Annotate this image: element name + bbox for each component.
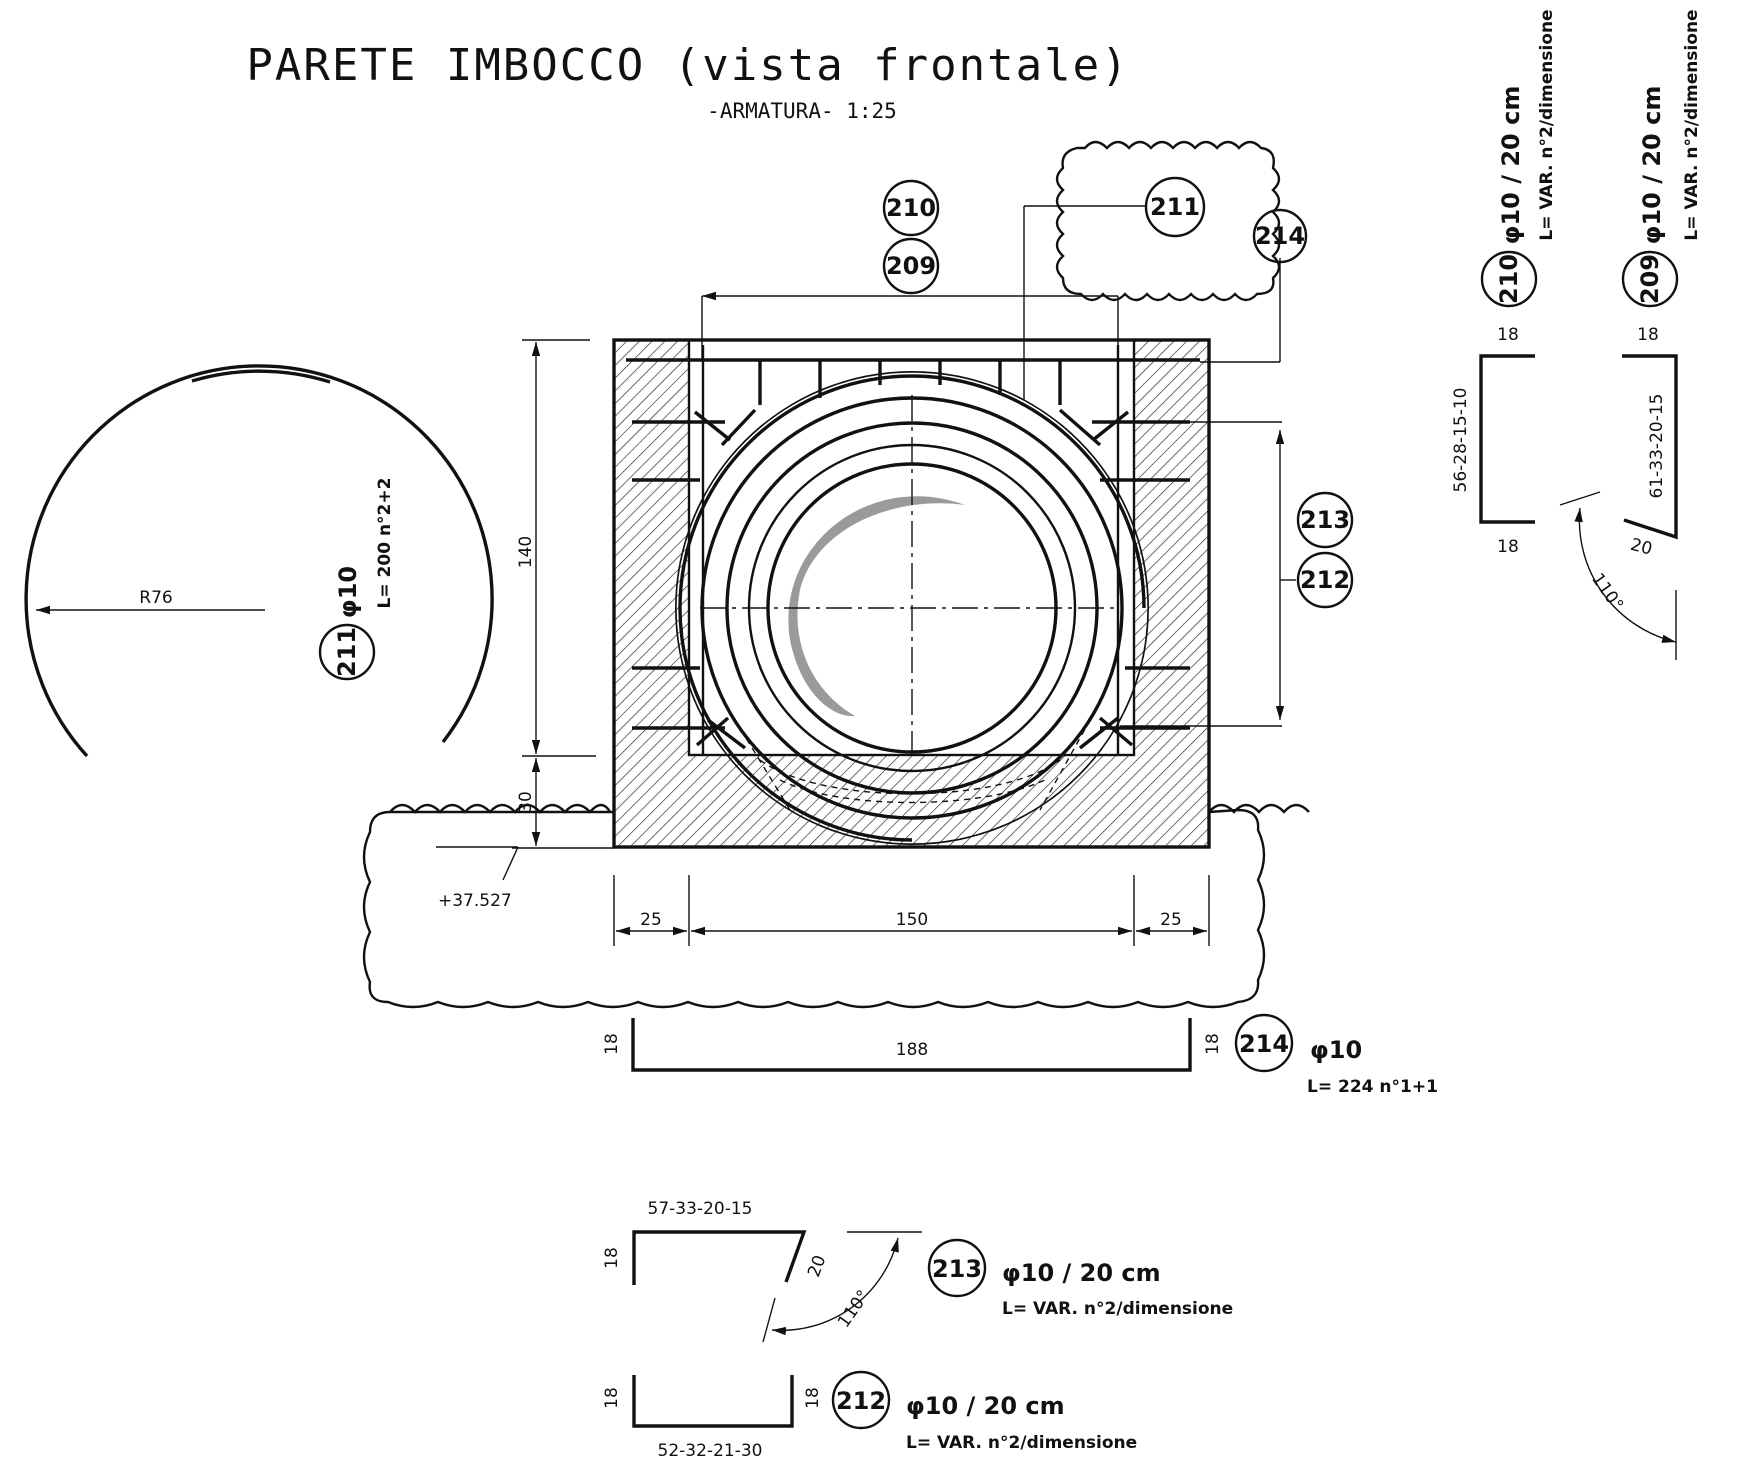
rebar-layout [626, 345, 1200, 755]
bar-213-length: L= VAR. n°2/dimensione [1002, 1299, 1233, 1319]
bar-214-shape: 18 18 188 214 φ10 L= 224 n°1+1 [602, 1013, 1438, 1097]
mark-212-label: 212 [1300, 566, 1350, 594]
bar-211-diameter: φ10 [334, 566, 362, 618]
bar-210-diameter: φ10 / 20 cm [1497, 86, 1525, 245]
mark-211-label: 211 [1150, 193, 1200, 221]
bar-209-mark: 209 [1636, 254, 1664, 304]
ground-cloud [362, 803, 1310, 1009]
bar-210-mark: 210 [1495, 254, 1523, 304]
vertical-dimensions: 140 30 +37.527 [436, 339, 614, 911]
bar-214-diameter: φ10 [1310, 1036, 1362, 1064]
bar-209-diameter: φ10 / 20 cm [1638, 86, 1666, 245]
dim-width-left: 25 [640, 910, 662, 930]
mark-211-detail-label: 211 [333, 627, 361, 677]
top-cloud [1055, 140, 1281, 302]
drawing-subtitle: -ARMATURA- 1:25 [707, 99, 897, 123]
bar-213-span: 57-33-20-15 [648, 1199, 753, 1219]
dim-width-mid: 150 [896, 910, 928, 930]
bar-212-leg-right: 18 [803, 1387, 823, 1409]
mark-212-callout: 212 [1296, 551, 1354, 609]
callout-leaders [701, 205, 1296, 727]
bar-209-length: L= VAR. n°2/dimensione [1682, 9, 1702, 240]
pipe-shading [788, 496, 965, 717]
bar-213-hook: 20 [804, 1253, 830, 1280]
bar-209-span: 61-33-20-15 [1647, 394, 1667, 499]
dim-width-right: 25 [1160, 910, 1182, 930]
bar-212-shape: 18 18 52-32-21-30 212 φ10 / 20 cm L= VAR… [602, 1370, 1137, 1461]
mark-213-label: 213 [1300, 506, 1350, 534]
bar-210-span: 56-28-15-10 [1451, 388, 1471, 493]
bar-209-leg-top: 18 [1637, 325, 1659, 345]
drawing-title: PARETE IMBOCCO (vista frontale) [246, 40, 1129, 91]
bar-214-mark: 214 [1239, 1030, 1289, 1058]
horizontal-dimensions: 25 150 25 [613, 875, 1210, 946]
bar-209-shape: 18 61-33-20-15 20 110° 209 φ10 / 20 cm L… [1559, 9, 1702, 660]
bar-210-leg-top: 18 [1497, 325, 1519, 345]
bar-212-diameter: φ10 / 20 cm [906, 1392, 1065, 1420]
bar-212-span: 52-32-21-30 [658, 1441, 763, 1461]
bar-212-length: L= VAR. n°2/dimensione [906, 1433, 1137, 1453]
bar-211-shape: R76 211 φ10 L= 200 n°2+2 [24, 364, 494, 758]
mark-210-callout: 210 [882, 179, 940, 237]
bar-213-mark: 213 [932, 1255, 982, 1283]
bar-213-shape: 57-33-20-15 18 20 110° 213 φ10 / 20 cm L… [602, 1199, 1233, 1343]
bar-211-length: L= 200 n°2+2 [375, 478, 395, 609]
bar-209-hook: 20 [1628, 535, 1654, 560]
elevation-label: +37.527 [438, 891, 512, 911]
bar-214-span: 188 [896, 1040, 928, 1060]
mark-210-label: 210 [886, 194, 936, 222]
dim-height-140: 140 [516, 536, 536, 568]
bar-214-leg-left: 18 [602, 1033, 622, 1055]
bar-212-leg-left: 18 [602, 1387, 622, 1409]
bar-214-length: L= 224 n°1+1 [1307, 1077, 1438, 1097]
bar-213-diameter: φ10 / 20 cm [1002, 1259, 1161, 1287]
bar-213-leg: 18 [602, 1247, 622, 1269]
mark-214-label: 214 [1255, 222, 1305, 250]
mark-209-label: 209 [886, 252, 936, 280]
bar-210-leg-bottom: 18 [1497, 537, 1519, 557]
mark-214-callout: 214 [1252, 208, 1308, 264]
bar-209-angle: 110° [1587, 570, 1627, 615]
mark-213-callout: 213 [1296, 491, 1354, 549]
bar-210-shape: 18 18 56-28-15-10 210 φ10 / 20 cm L= VAR… [1451, 9, 1557, 557]
bar-212-mark: 212 [836, 1387, 886, 1415]
bar-210-length: L= VAR. n°2/dimensione [1537, 9, 1557, 240]
radius-label: R76 [139, 588, 172, 608]
mark-209-callout: 209 [882, 237, 940, 295]
mark-211-callout: 211 [1144, 176, 1206, 238]
wall-section [612, 338, 1211, 849]
bar-214-leg-right: 18 [1203, 1033, 1223, 1055]
